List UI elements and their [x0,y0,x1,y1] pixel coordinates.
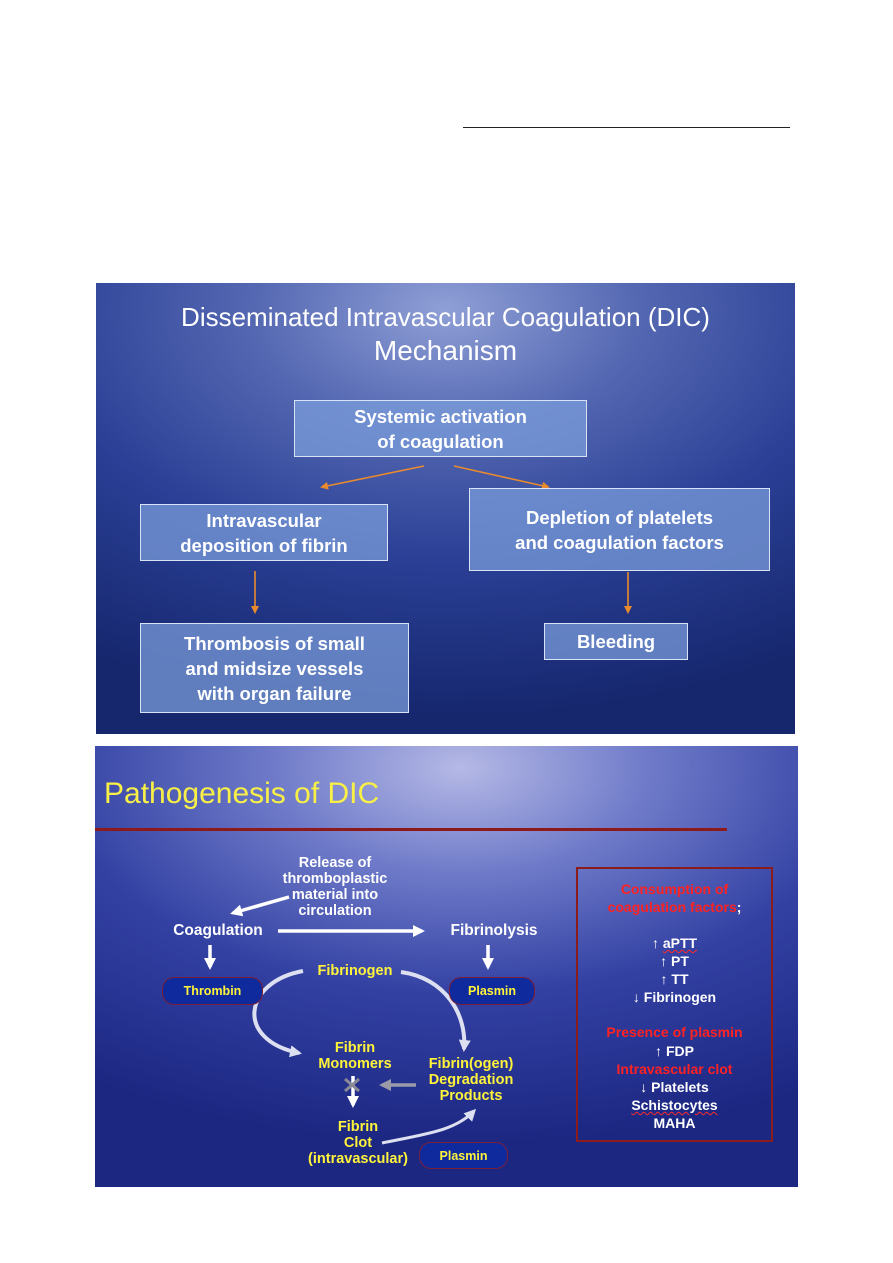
systemic-activation-box: Systemic activation of coagulation [294,400,587,457]
up-arrow-icon: ↑ [660,953,668,969]
title-underline-rule [95,828,727,831]
down-arrow-icon: ↓ [632,989,640,1005]
consumption-suffix: ; [736,899,742,915]
depletion-box: Depletion of platelets and coagulation f… [469,488,770,571]
aptt-line: ↑ aPTT [578,934,771,952]
pathogenesis-arrows [204,895,494,1145]
fibrinogen-text: Fibrinogen [643,989,717,1005]
aptt-text: aPTT [662,935,698,951]
dic-pathogenesis-slide: Pathogenesis of DIC Release of thrombop [95,746,798,1187]
intravascular-clot-text: Intravascular clot [616,1061,733,1077]
slide1-subtitle: Mechanism [373,335,518,366]
consumption-line-2: coagulation factors; [578,898,771,916]
platelets-line: ↓ Platelets [578,1078,771,1096]
consumption-line-1: Consumption of [620,881,729,897]
fdp-text: FDP [665,1043,694,1059]
schistocytes-text: Schistocytes [631,1097,718,1113]
thrombin-pill: Thrombin [162,977,263,1005]
consumption-text: coagulation factors [607,899,737,915]
release-thromboplastic-text: Release of thromboplastic material into … [282,855,388,919]
up-arrow-icon: ↑ [651,935,659,951]
presence-plasmin-text: Presence of plasmin [606,1024,743,1040]
top-horizontal-rule [463,127,790,128]
coagulation-label: Coagulation [173,922,263,939]
thrombosis-box: Thrombosis of small and midsize vessels … [140,623,409,713]
fibrinogen-line: ↓ Fibrinogen [578,988,771,1006]
up-arrow-icon: ↑ [655,1043,663,1059]
platelets-text: Platelets [651,1079,709,1095]
fibrin-monomers-label: Fibrin Monomers [318,1040,392,1072]
slide1-title: Disseminated Intravascular Coagulation (… [181,302,710,332]
inhibition-cross-mark [344,1077,360,1093]
arrow-to-intravascular [320,465,425,490]
plasmin-pill-bottom: Plasmin [419,1142,508,1169]
up-arrow-icon: ↑ [660,971,668,987]
arrow-to-depletion [453,465,550,490]
intravascular-deposition-box: Intravascular deposition of fibrin [140,504,388,561]
fdp-label: Fibrin(ogen) Degradation Products [428,1056,514,1104]
bleeding-box: Bleeding [544,623,688,660]
arrow-fibrinogen-to-monomers [252,969,304,1058]
tt-line: ↑ TT [578,970,771,988]
lab-findings-panel: Consumption of coagulation factors; ↑ aP… [576,867,773,1142]
slide1-arrows [251,465,632,614]
down-arrow-icon: ↓ [640,1079,648,1095]
arrow-clot-to-fdp [381,1108,477,1145]
dic-mechanism-slide: Disseminated Intravascular Coagulation (… [96,283,795,734]
tt-text: TT [671,971,689,987]
fdp-line: ↑ FDP [578,1042,771,1060]
slide2-title: Pathogenesis of DIC [104,777,380,810]
fibrin-clot-label: Fibrin Clot (intravascular) [308,1119,408,1167]
fibrinolysis-label: Fibrinolysis [450,922,538,939]
arrow-release-to-coagulation [230,895,290,917]
fibrinogen-label: Fibrinogen [317,963,393,979]
plasmin-pill-top: Plasmin [449,977,535,1005]
pt-text: PT [671,953,689,969]
maha-text: MAHA [653,1115,696,1131]
pt-line: ↑ PT [578,952,771,970]
schistocytes-line: Schistocytes [578,1096,771,1114]
